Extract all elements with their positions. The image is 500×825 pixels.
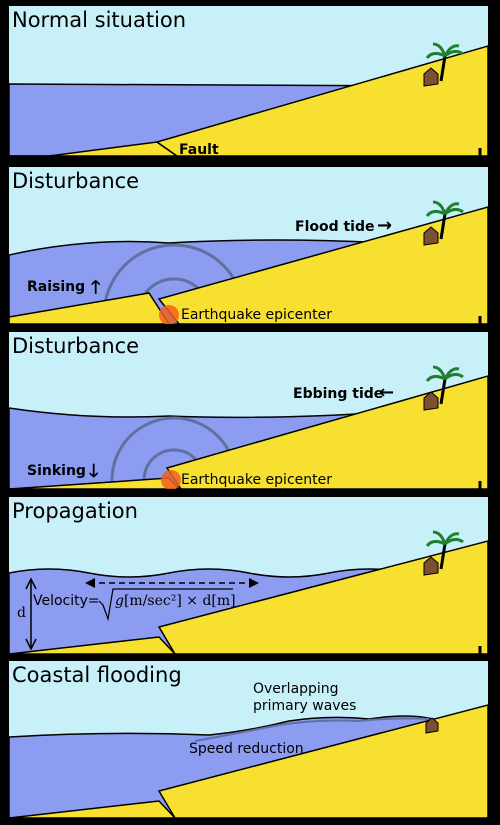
sqrt-content: g[m/sec²] × d[m] <box>115 593 236 609</box>
land-left-plate <box>9 636 177 654</box>
hut-icon <box>423 391 439 411</box>
panel-5-scene <box>9 704 488 818</box>
equals-sign: = <box>87 593 100 609</box>
panel-disturbance-raising: Disturbance Flood tide → Raising 🡑 Earth… <box>9 167 488 324</box>
down-arrow-icon: 🡓 <box>89 461 99 482</box>
hut-icon <box>425 717 439 734</box>
unit-length: [m] <box>211 593 236 609</box>
land-left-plate <box>9 292 170 324</box>
epicenter-label: Earthquake epicenter <box>181 472 332 488</box>
unit-accel: [m/sec²] <box>123 593 182 609</box>
panel-title: Disturbance <box>12 334 140 358</box>
panel-4-scene <box>9 530 488 654</box>
panel-coastal-flooding: Coastal flooding Overlapping primary wav… <box>9 661 488 818</box>
velocity-label: Velocity <box>33 593 88 609</box>
epicenter-marker <box>161 470 181 489</box>
up-arrow-icon: 🡑 <box>91 277 101 298</box>
panel-title: Disturbance <box>12 169 140 193</box>
sqrt-sign-icon <box>98 588 233 622</box>
depth-label: d <box>17 605 26 621</box>
d-symbol: d <box>202 593 212 609</box>
depth-arrow-icon <box>25 577 37 651</box>
ebbing-tide-label: Ebbing tide <box>293 386 384 402</box>
panel-propagation: Propagation d Velocity= g[m/sec²] × d[m] <box>9 497 488 654</box>
grass-icon <box>425 530 464 570</box>
overlapping-label-line1: Overlapping <box>253 681 339 697</box>
epicenter-marker <box>159 305 179 324</box>
raising-label: Raising <box>27 279 86 295</box>
overlapping-wave <box>194 717 430 742</box>
panel-title: Normal situation <box>12 8 187 32</box>
overlapping-label-line2: primary waves <box>253 698 357 714</box>
palm-tree-icon <box>425 200 464 240</box>
palm-tree-icon <box>425 42 464 82</box>
land-right-plate <box>157 540 488 654</box>
panel-title: Coastal flooding <box>12 663 182 687</box>
propagation-arrow-icon <box>85 578 259 588</box>
panel-title: Propagation <box>12 499 138 523</box>
speed-reduction-label: Speed reduction <box>189 741 304 757</box>
left-arrow-icon: ← <box>379 382 395 403</box>
g-symbol: g <box>115 593 124 609</box>
hut-icon <box>423 556 439 576</box>
right-arrow-icon: → <box>377 215 393 236</box>
land-right-plate <box>157 704 488 818</box>
velocity-formula: Velocity= <box>33 593 100 609</box>
palm-tree-icon <box>425 365 464 405</box>
land-left-plate <box>9 800 177 818</box>
flood-tide-label: Flood tide <box>295 219 375 235</box>
times-sign: × <box>186 593 198 609</box>
panel-2-scene <box>9 200 488 324</box>
hut-icon <box>423 226 439 246</box>
panel-1-scene <box>9 42 488 156</box>
panel-3-scene <box>9 365 488 489</box>
fault-label: Fault <box>179 142 219 156</box>
land-right-plate <box>155 45 488 156</box>
panel-normal-situation: Normal situation Fault <box>9 6 488 156</box>
hut-icon <box>423 67 439 87</box>
epicenter-label: Earthquake epicenter <box>181 307 332 323</box>
sinking-label: Sinking <box>27 463 86 479</box>
panel-disturbance-sinking: Disturbance Ebbing tide ← Sinking 🡓 Eart… <box>9 332 488 489</box>
